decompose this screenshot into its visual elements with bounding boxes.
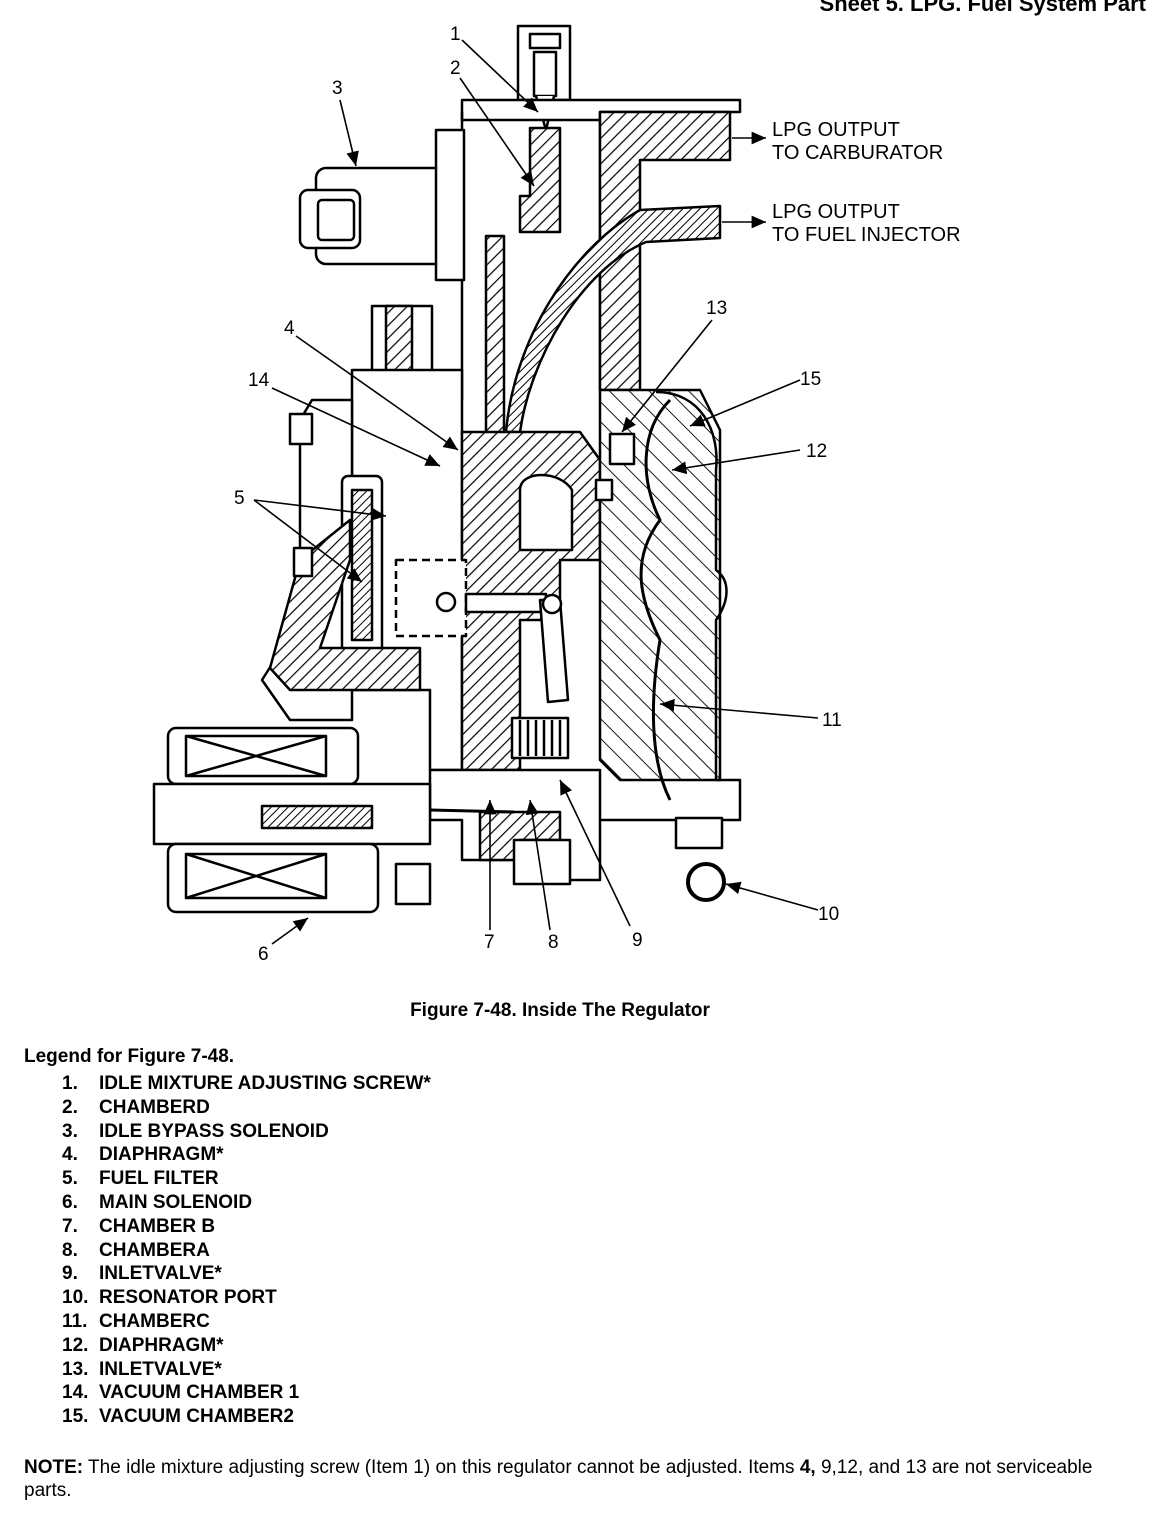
callout-1: 1 [450,24,461,45]
legend-title: Legend for Figure 7-48. [24,1046,235,1067]
legend-item: 9. INLETVALVE* [62,1262,431,1286]
legend-item-number: 5. [62,1168,78,1190]
legend-item-label: VACUUM CHAMBER2 [99,1406,294,1428]
note-bold-item: 4, [799,1457,816,1478]
output-injector-line1: LPG OUTPUT [772,201,900,223]
callout-12: 12 [806,441,827,462]
sheet-header-title: Sheet 5. LPG. Fuel System Part [819,0,1146,16]
leader-9 [559,779,631,927]
callout-6: 6 [258,944,269,965]
legend-item: 7. CHAMBER B [62,1215,431,1239]
legend-item-label: CHAMBER B [99,1215,216,1237]
legend-item-label: RESONATOR PORT [99,1287,277,1309]
legend-item-number: 2. [62,1096,78,1118]
legend-item: 11. CHAMBERC [62,1310,431,1334]
legend-item-number: 13. [62,1358,89,1380]
legend-item: 12. DIAPHRAGM* [62,1334,431,1358]
legend-item-number: 8. [62,1239,78,1261]
legend-item-number: 15. [62,1406,89,1428]
legend-item-number: 7. [62,1215,78,1237]
regulator-cutaway-diagram: 1 2 3 4 5 6 7 8 9 10 11 12 13 14 15 LPG … [152,24,961,965]
leader-14 [271,387,441,467]
leader-15 [689,379,801,427]
callout-8: 8 [548,932,559,953]
legend-item-number: 10. [62,1287,89,1309]
legend-item-number: 9. [62,1263,78,1285]
legend-item-label: CHAMBERA [99,1239,210,1261]
legend-item: 2. CHAMBERD [62,1096,431,1120]
legend-item-number: 4. [62,1144,78,1166]
leader-11 [659,698,819,719]
callout-9: 9 [632,930,643,951]
callout-5: 5 [234,488,245,509]
legend-item-label: CHAMBERC [99,1310,210,1332]
legend-item-number: 3. [62,1120,78,1142]
callout-7: 7 [484,932,495,953]
callout-13: 13 [706,298,727,319]
legend-item: 3. IDLE BYPASS SOLENOID [62,1120,431,1144]
leader-5a [253,499,387,521]
note-paragraph: NOTE: The idle mixture adjusting screw (… [24,1456,1114,1502]
leader-2 [459,77,535,187]
legend-item-label: FUEL FILTER [99,1168,219,1190]
output-injector-line2: TO FUEL INJECTOR [772,224,961,246]
callout-4: 4 [284,318,295,339]
legend-item-number: 14. [62,1382,89,1404]
legend-item-label: IDLE BYPASS SOLENOID [99,1120,329,1142]
leader-5b [253,499,363,583]
callout-15: 15 [800,369,821,390]
callout-2: 2 [450,58,461,79]
leader-3 [339,99,359,167]
legend-item: 1. IDLE MIXTURE ADJUSTING SCREW* [62,1072,431,1096]
leader-12 [671,449,801,475]
legend-item-number: 12. [62,1334,89,1356]
legend-item: 4. DIAPHRAGM* [62,1143,431,1167]
leader-10 [725,881,819,911]
legend-item-label: CHAMBERD [99,1096,210,1118]
leader-1 [461,39,539,113]
legend-item: 13. INLETVALVE* [62,1358,431,1382]
legend-item: 6. MAIN SOLENOID [62,1191,431,1215]
output-carburator-line1: LPG OUTPUT [772,119,900,141]
note-text-1: The idle mixture adjusting screw (Item 1… [83,1457,800,1478]
legend-item-number: 11. [62,1310,88,1332]
legend-item-label: IDLE MIXTURE ADJUSTING SCREW* [99,1073,431,1094]
legend-item-label: INLETVALVE* [99,1358,222,1380]
legend-item: 5. FUEL FILTER [62,1167,431,1191]
legend-item-label: DIAPHRAGM* [99,1334,224,1356]
leader-4 [295,335,459,451]
leader-13 [621,319,713,433]
legend-list: 1. IDLE MIXTURE ADJUSTING SCREW* 2. CHAMBE… [62,1072,431,1429]
legend-item-label: MAIN SOLENOID [99,1191,253,1213]
leader-6 [271,917,309,945]
legend-item-label: VACUUM CHAMBER 1 [99,1382,300,1404]
legend-item: 10. RESONATOR PORT [62,1286,431,1310]
note-text-2: 9,12, and 13 are not serviceable parts. [24,1457,1093,1501]
callout-10: 10 [818,904,839,925]
legend-item: 15. VACUUM CHAMBER2 [62,1405,431,1429]
legend-item: 14. VACUUM CHAMBER 1 [62,1381,431,1405]
legend-item-label: DIAPHRAGM* [99,1144,224,1166]
output-carburator-line2: TO CARBURATOR [772,142,943,164]
callout-14: 14 [248,370,270,391]
note-label: NOTE: [24,1457,84,1478]
callout-3: 3 [332,78,343,99]
legend-item: 8. CHAMBERA [62,1239,431,1263]
callout-11: 11 [822,710,842,731]
legend-item-label: INLETVALVE* [99,1263,222,1285]
legend-item-number: 6. [62,1191,78,1213]
leader-8 [525,799,551,931]
legend-item-number: 1. [62,1073,78,1094]
figure-caption: Figure 7-48. Inside The Regulator [410,1000,710,1021]
